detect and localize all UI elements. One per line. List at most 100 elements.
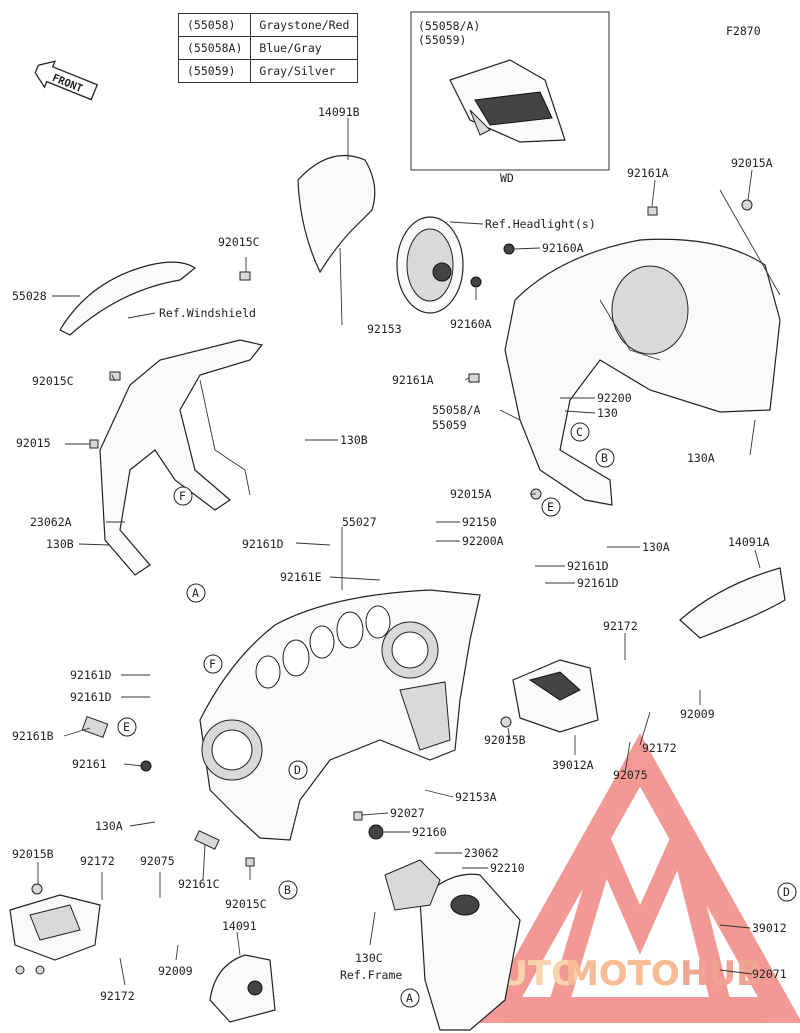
label-130b-1: 130B xyxy=(340,433,368,447)
label-92161d-4: 92161D xyxy=(70,668,112,682)
label-55059: 55059 xyxy=(432,418,467,432)
color-code: (55058) xyxy=(177,13,252,37)
inset-line2: (55059) xyxy=(418,33,466,47)
inset-fairing-part xyxy=(449,59,566,143)
color-name: Blue/Gray xyxy=(250,36,359,60)
label-14091b: 14091B xyxy=(318,105,360,119)
label-92015a-mid: 92015A xyxy=(450,487,492,501)
label-92161d-3: 92161D xyxy=(577,576,619,590)
part-labels: 14091B 92161A 92015A Ref.Headlight(s) 92… xyxy=(12,105,787,1003)
callout-circles: F C B E A F E D B D A xyxy=(117,422,797,1008)
callout-a-2: A xyxy=(400,988,420,1008)
label-130b-2: 130B xyxy=(46,537,74,551)
callout-a-1: A xyxy=(186,583,206,603)
callout-d-2: D xyxy=(777,882,797,902)
label-92160a-2: 92160A xyxy=(450,317,492,331)
label-92027: 92027 xyxy=(390,806,425,820)
label-39012: 39012 xyxy=(752,921,787,935)
svg-text:D: D xyxy=(294,763,301,777)
label-39012a: 39012A xyxy=(552,758,594,772)
label-23062a: 23062A xyxy=(30,515,72,529)
callout-b-2: B xyxy=(278,880,298,900)
svg-text:F: F xyxy=(179,489,186,503)
label-55028: 55028 xyxy=(12,289,47,303)
logo-text-moto: MOTO xyxy=(565,954,680,994)
cover-14091 xyxy=(209,954,276,1023)
label-130a-mid: 130A xyxy=(642,540,670,554)
leader-lines xyxy=(37,118,781,986)
svg-text:D: D xyxy=(783,885,790,899)
label-92153a: 92153A xyxy=(455,790,497,804)
label-92210: 92210 xyxy=(490,861,525,875)
label-92172-3: 92172 xyxy=(80,854,115,868)
frame-bracket-23062a xyxy=(99,339,264,576)
label-ref-headlight: Ref.Headlight(s) xyxy=(485,217,596,231)
svg-text:E: E xyxy=(123,720,130,734)
logo-text-hub: HUB xyxy=(680,954,762,994)
label-ref-windshield: Ref.Windshield xyxy=(159,306,256,320)
label-92015b-mid: 92015B xyxy=(484,733,526,747)
automotohub-logo: AUTO MOTO HUB xyxy=(475,733,800,1023)
label-92150: 92150 xyxy=(462,515,497,529)
label-92161a-mid: 92161A xyxy=(392,373,434,387)
svg-text:C: C xyxy=(576,425,583,439)
callout-e-2: E xyxy=(117,717,137,737)
label-92071: 92071 xyxy=(752,967,787,981)
label-92161d-2: 92161D xyxy=(567,559,609,573)
label-92172-4: 92172 xyxy=(100,989,135,1003)
label-92172-1: 92172 xyxy=(603,619,638,633)
outer-fairing-55058 xyxy=(504,238,781,506)
label-92161a-top: 92161A xyxy=(627,166,669,180)
svg-text:E: E xyxy=(547,500,554,514)
diagram-code: F2870 xyxy=(726,24,761,38)
label-92161b: 92161B xyxy=(12,729,54,743)
color-name: Graystone/Red xyxy=(250,13,359,37)
color-name: Gray/Silver xyxy=(250,59,359,83)
callout-f-1: F xyxy=(173,486,193,506)
callout-f-2: F xyxy=(203,654,223,674)
label-92172-2: 92172 xyxy=(642,741,677,755)
label-14091a: 14091A xyxy=(728,535,770,549)
inner-fairing-55027 xyxy=(199,589,481,841)
color-code: (55059) xyxy=(177,59,252,83)
svg-text:A: A xyxy=(406,991,413,1005)
label-130a-right: 130A xyxy=(687,451,715,465)
label-92015b-left: 92015B xyxy=(12,847,54,861)
label-92200: 92200 xyxy=(597,391,632,405)
label-55058a: 55058/A xyxy=(432,403,481,417)
label-92009-2: 92009 xyxy=(158,964,193,978)
headlight-housing-14091b xyxy=(297,154,464,314)
label-92015c-top: 92015C xyxy=(218,235,260,249)
label-92200a: 92200A xyxy=(462,534,504,548)
cover-14091a xyxy=(679,567,786,639)
label-92015: 92015 xyxy=(16,436,51,450)
color-row: (55058A) Blue/Gray xyxy=(177,36,359,60)
callout-e-1: E xyxy=(541,497,561,517)
label-92015c-bot: 92015C xyxy=(225,897,267,911)
color-code: (55058A) xyxy=(177,36,252,60)
label-92160a-1: 92160A xyxy=(542,241,584,255)
frame-part xyxy=(384,859,521,1031)
label-92009-1: 92009 xyxy=(680,707,715,721)
label-92015c-mid: 92015C xyxy=(32,374,74,388)
label-92161c: 92161C xyxy=(178,877,220,891)
callout-c-1: C xyxy=(570,422,590,442)
label-130-a: 130 xyxy=(597,406,618,420)
inset-box: (55058/A) (55059) WD xyxy=(410,11,610,185)
label-92161: 92161 xyxy=(72,757,107,771)
svg-text:A: A xyxy=(192,586,199,600)
label-ref-frame: Ref.Frame xyxy=(340,968,402,982)
callout-b-1: B xyxy=(595,448,615,468)
front-arrow-icon: FRONT xyxy=(34,60,99,101)
callout-d-1: D xyxy=(288,760,308,780)
svg-text:F: F xyxy=(209,657,216,671)
inset-line1: (55058/A) xyxy=(418,19,480,33)
label-92160: 92160 xyxy=(412,825,447,839)
svg-text:B: B xyxy=(601,451,608,465)
label-92161d-5: 92161D xyxy=(70,690,112,704)
label-92075-1: 92075 xyxy=(613,768,648,782)
inset-caption: WD xyxy=(500,171,514,185)
label-14091: 14091 xyxy=(222,919,257,933)
label-92161e: 92161E xyxy=(280,570,322,584)
label-130a-left: 130A xyxy=(95,819,123,833)
